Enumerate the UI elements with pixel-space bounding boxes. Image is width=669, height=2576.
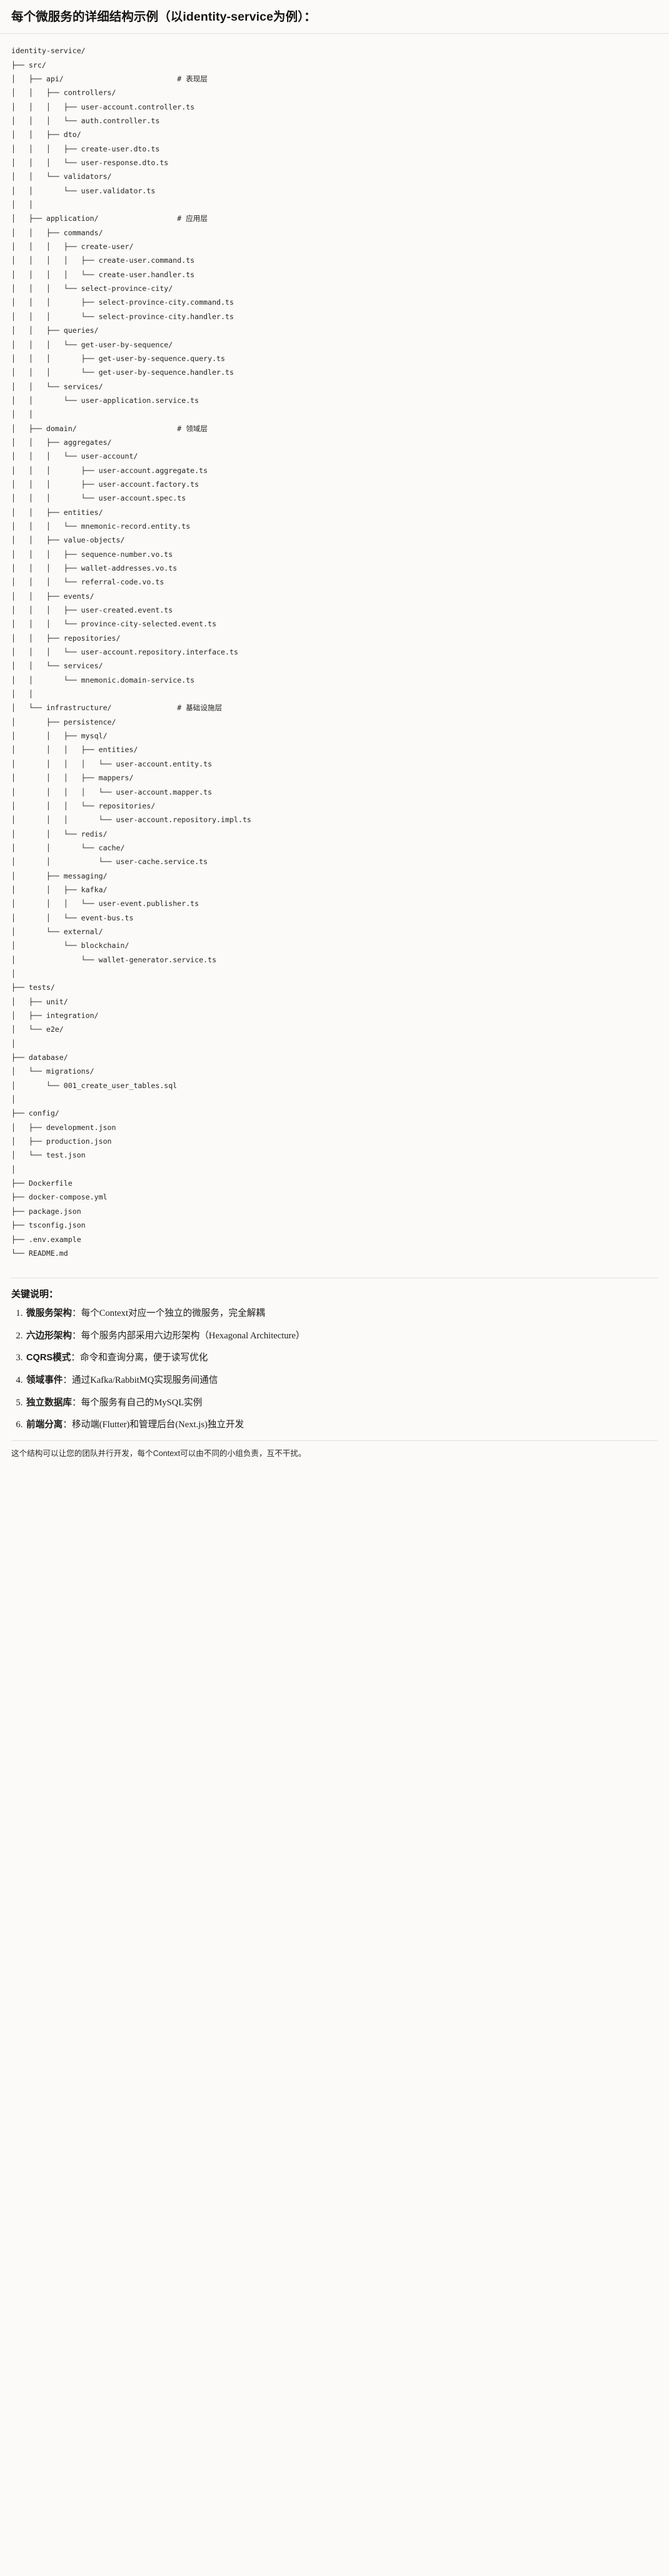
note-separator: ： [71,1308,81,1319]
key-notes-section: 关键说明： 微服务架构：每个Context对应一个独立的微服务，完全解耦 六边形… [0,1278,669,1462]
note-description: 通过Kafka/RabbitMQ实现服务间通信 [72,1375,218,1386]
key-notes-list: 微服务架构：每个Context对应一个独立的微服务，完全解耦 六边形架构：每个服… [11,1306,658,1432]
list-item: 六边形架构：每个服务内部采用六边形架构（Hexagonal Architectu… [25,1329,658,1343]
list-item: 独立数据库：每个服务有自己的MySQL实例 [25,1396,658,1410]
note-description: 每个服务有自己的MySQL实例 [81,1397,203,1408]
note-term: 前端分离 [26,1420,63,1430]
note-term: 独立数据库 [26,1397,72,1408]
note-term: 六边形架构 [26,1330,72,1341]
note-term: 领域事件 [26,1375,63,1386]
note-separator: ： [71,1330,81,1341]
note-term: 微服务架构 [26,1308,72,1319]
note-description: 每个Context对应一个独立的微服务，完全解耦 [81,1308,265,1319]
note-description: 命令和查询分离，便于读写优化 [79,1353,208,1363]
list-item: 领域事件：通过Kafka/RabbitMQ实现服务间通信 [25,1373,658,1388]
list-item: CQRS模式：命令和查询分离，便于读写优化 [25,1351,658,1365]
note-description: 每个服务内部采用六边形架构（Hexagonal Architecture） [81,1330,305,1341]
document-page: 每个微服务的详细结构示例（以identity-service为例）： ident… [0,0,669,1471]
closing-paragraph: 这个结构可以让您的团队并行开发，每个Context可以由不同的小组负责，互不干扰… [11,1440,658,1462]
page-title: 每个微服务的详细结构示例（以identity-service为例）： [0,0,669,34]
directory-tree-block: identity-service/ ├── src/ │ ├── api/ # … [0,34,669,1267]
key-notes-title: 关键说明： [11,1278,658,1300]
note-separator: ： [71,1353,80,1363]
note-term: CQRS模式 [26,1353,71,1363]
note-separator: ： [63,1420,72,1430]
note-separator: ： [71,1397,81,1408]
note-description: 移动端(Flutter)和管理后台(Next.js)独立开发 [72,1420,244,1430]
list-item: 前端分离：移动端(Flutter)和管理后台(Next.js)独立开发 [25,1418,658,1432]
note-separator: ： [63,1375,72,1386]
directory-tree: identity-service/ ├── src/ │ ├── api/ # … [11,46,251,1258]
list-item: 微服务架构：每个Context对应一个独立的微服务，完全解耦 [25,1306,658,1321]
